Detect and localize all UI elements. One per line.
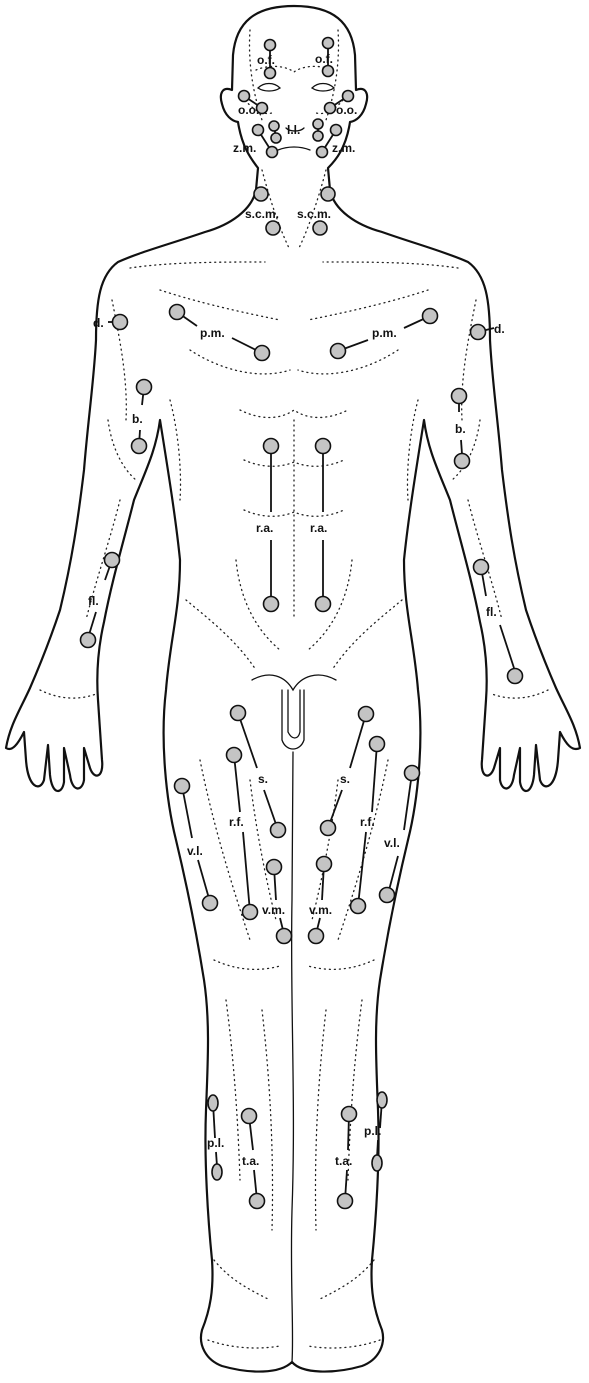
electrode-ll-left-b [271, 133, 281, 143]
label-vm-left: v.m. [262, 903, 285, 917]
electrode-zm-right-a [331, 125, 342, 136]
electrode-rf-left-a [227, 748, 242, 763]
label-rf-left: r.f. [229, 815, 244, 829]
electrode-oo-right-a [343, 91, 354, 102]
label-d-left: d. [93, 316, 104, 330]
electrode-rf-right-a [370, 737, 385, 752]
electrode-vl-left-a [175, 779, 190, 794]
electrode-pm-right-a [423, 309, 438, 324]
electrode-b-left-a [137, 380, 152, 395]
label-vm-right: v.m. [309, 903, 332, 917]
electrode-ll-right-a [313, 119, 323, 129]
label-d-right: d. [494, 322, 505, 336]
label-zm-left: z.m. [233, 141, 256, 155]
electrode-s-left-a [231, 706, 246, 721]
electrode-fl-left-a [105, 553, 120, 568]
electrode-fl-left-b [81, 633, 96, 648]
electrode-d-right [471, 325, 486, 340]
electrode-ta-left-a [242, 1109, 257, 1124]
electrode-s-right-a [359, 707, 374, 722]
electrode-ra-left-a [264, 439, 279, 454]
electrode-pl-right-b [372, 1155, 382, 1171]
label-fl-left: fl. [88, 594, 99, 608]
label-of-right: o.f. [315, 52, 333, 66]
electrode-ll-left-a [269, 121, 279, 131]
electrode-vl-left-b [203, 896, 218, 911]
label-pl-right: p.l. [364, 1124, 381, 1138]
electrode-zm-left-b [267, 147, 278, 158]
label-scm-left: s.c.m. [245, 207, 279, 221]
electrode-vm-left-a [267, 860, 282, 875]
label-s-right: s. [340, 772, 350, 786]
electrode-pm-left-a [170, 305, 185, 320]
label-oo-right: o.o. [336, 103, 357, 117]
label-ra-left: r.a. [256, 521, 273, 535]
electrode-b-right-a [452, 389, 467, 404]
electrode-zm-left-a [253, 125, 264, 136]
electrode-of-left-upper [265, 40, 276, 51]
electrode-rf-left-b [243, 905, 258, 920]
electrode-ta-left-b [250, 1194, 265, 1209]
label-ra-right: r.a. [310, 521, 327, 535]
electrode-pm-left-b [255, 346, 270, 361]
electrode-pl-left-a [208, 1095, 218, 1111]
electrode-of-right-upper [323, 38, 334, 49]
electrode-oo-right-b [325, 103, 336, 114]
electrode-ll-right-b [313, 131, 323, 141]
electrode-scm-left-b [266, 221, 280, 235]
label-ta-right: t.a. [335, 1154, 352, 1168]
electrode-b-right-b [455, 454, 470, 469]
electrode-ta-right-a [342, 1107, 357, 1122]
electrode-vl-right-b [380, 888, 395, 903]
electrode-fl-right-a [474, 560, 489, 575]
electrode-pl-left-b [212, 1164, 222, 1180]
label-vl-left: v.l. [187, 844, 203, 858]
electrode-scm-left-a [254, 187, 268, 201]
electrode-pm-right-b [331, 344, 346, 359]
electrode-pl-right-a [377, 1092, 387, 1108]
label-pm-left: p.m. [200, 326, 225, 340]
label-of-left: o.f. [257, 53, 275, 67]
electrode-ra-left-b [264, 597, 279, 612]
label-vl-right: v.l. [384, 836, 400, 850]
label-fl-right: fl. [486, 605, 497, 619]
electrode-scm-right-b [313, 221, 327, 235]
electrode-s-left-b [271, 823, 286, 838]
label-oo-left: o.o. [238, 103, 259, 117]
label-ll: l.l. [287, 123, 300, 137]
label-s-left: s. [258, 772, 268, 786]
label-rf-right: r.f. [360, 815, 375, 829]
electrode-rf-right-b [351, 899, 366, 914]
electrode-vl-right-a [405, 766, 420, 781]
label-b-left: b. [132, 412, 143, 426]
label-pm-right-text: p.m. [372, 326, 397, 340]
electrode-scm-right-a [321, 187, 335, 201]
electrode-b-left-b [132, 439, 147, 454]
electrode-vm-right-b [309, 929, 324, 944]
electrode-fl-right-b [508, 669, 523, 684]
electrode-ta-right-b [338, 1194, 353, 1209]
electrode-ra-right-a [316, 439, 331, 454]
electrode-vm-right-a [317, 857, 332, 872]
electrode-s-right-b [321, 821, 336, 836]
electrode-of-right-lower [323, 66, 334, 77]
electrode-of-left-lower [265, 68, 276, 79]
label-b-right: b. [455, 422, 466, 436]
label-ta-left: t.a. [242, 1154, 259, 1168]
electrode-d-left [113, 315, 128, 330]
label-scm-right: s.c.m. [297, 207, 331, 221]
electrode-oo-left-a [239, 91, 250, 102]
electrode-ra-right-b [316, 597, 331, 612]
electrode-zm-right-b [317, 147, 328, 158]
label-pl-left: p.l. [207, 1136, 224, 1150]
label-zm-right: z.m. [332, 141, 355, 155]
electrode-vm-left-b [277, 929, 292, 944]
